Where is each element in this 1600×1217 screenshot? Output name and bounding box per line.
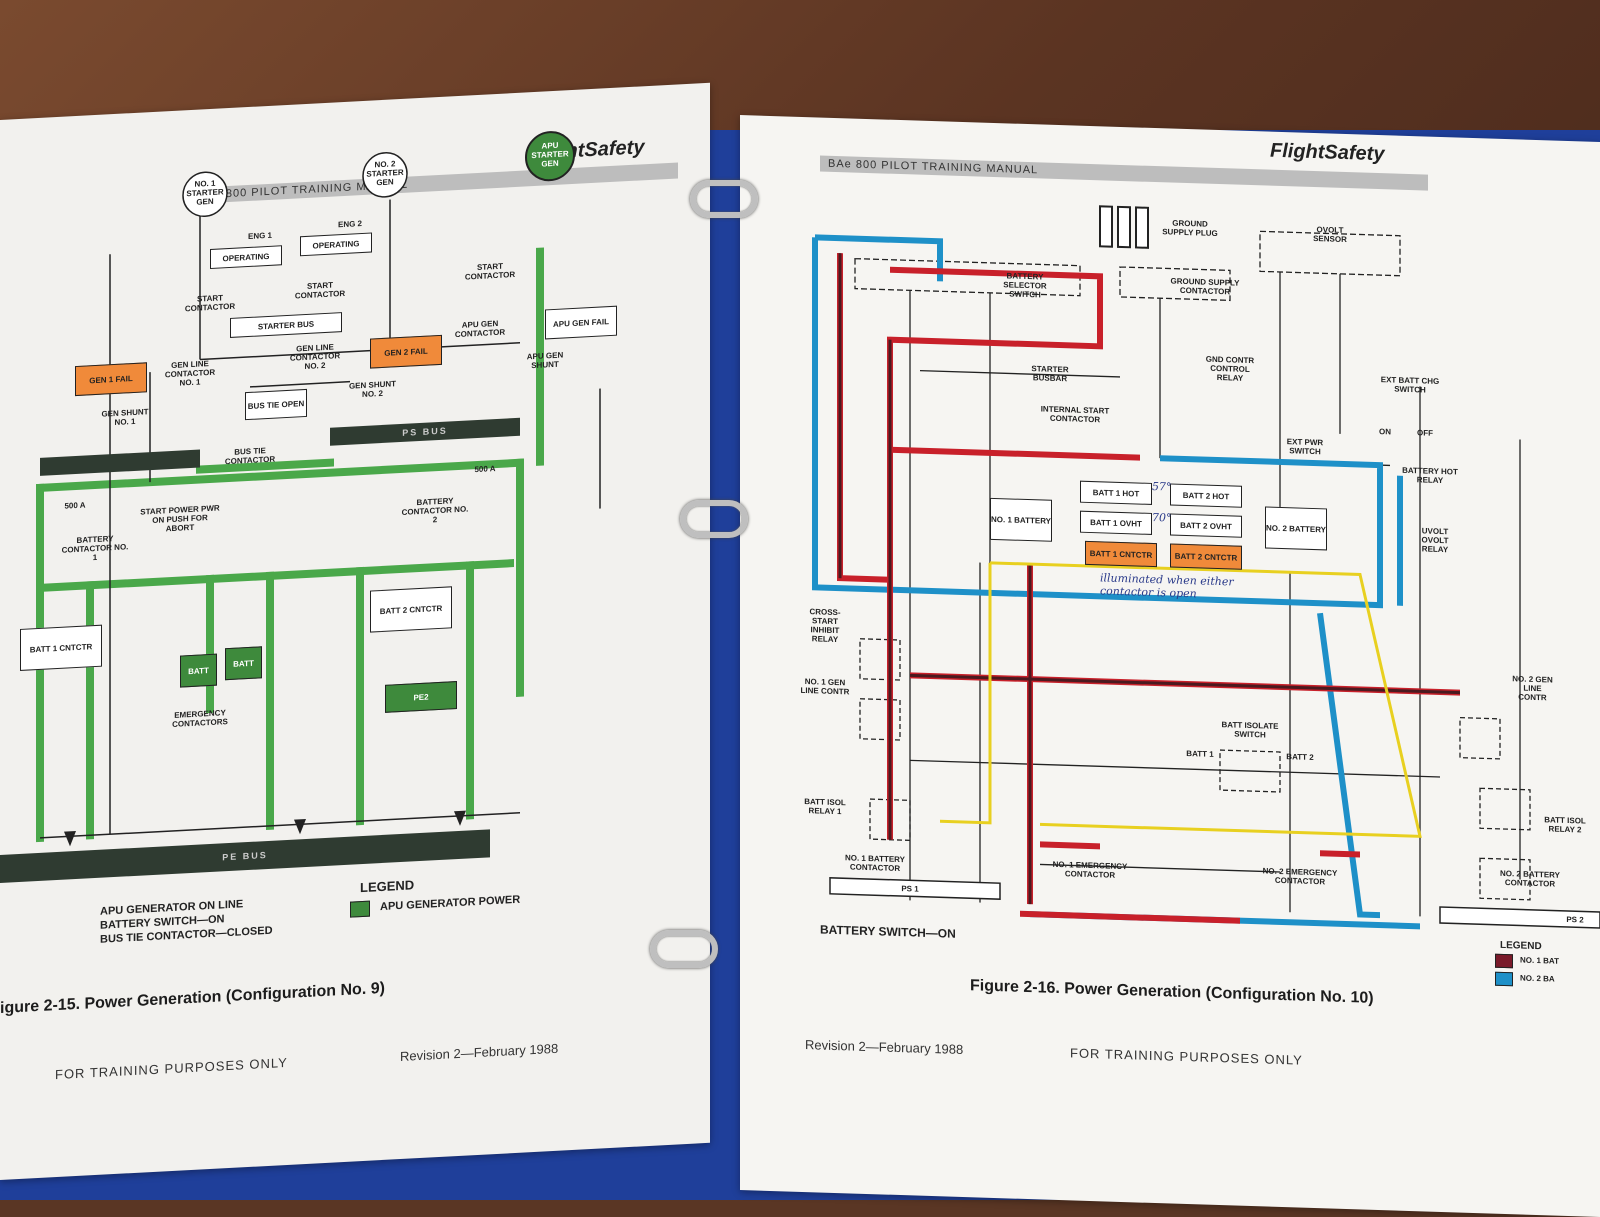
handwritten-contactor-note: illuminated when either contactor is ope…: [1100, 571, 1234, 601]
amp-500-right-label: 500 A: [474, 464, 496, 475]
battery-contactor-2-label: BATTERY CONTACTOR NO. 2: [401, 496, 469, 525]
no2-starter-gen-circle: [362, 152, 408, 198]
battery-contactor-1-label: BATTERY CONTACTOR NO. 1: [61, 534, 129, 563]
operating-box-2: OPERATING: [300, 232, 372, 257]
apu-starter-gen-label: APU STARTER GEN: [531, 140, 569, 169]
batt-emergency-a: BATT: [180, 653, 217, 688]
start-contactor-label-2: START CONTACTOR: [294, 280, 346, 301]
apu-gen-shunt-label: APU GEN SHUNT: [526, 350, 564, 371]
off-label: OFF: [1417, 428, 1433, 438]
start-contactor-label-1: START CONTACTOR: [184, 293, 236, 314]
legend-green-swatch: [350, 900, 370, 918]
batt1-cntctr-box: BATT 1 CNTCTR: [20, 624, 102, 671]
cross-start-inhibit-relay-label: CROSS-START INHIBIT RELAY: [809, 607, 841, 645]
binder-ring-middle: [680, 500, 748, 538]
gen-line-contactor-2-label: GEN LINE CONTACTOR NO. 2: [289, 342, 341, 372]
batt-isol-relay-1-label: BATT ISOL RELAY 1: [804, 797, 846, 817]
right-legend-item-2: NO. 2 BA: [1520, 973, 1555, 984]
right-page: FlightSafety BAe 800 PILOT TRAINING MANU…: [740, 115, 1600, 1217]
no2-emergency-contactor-label: NO. 2 EMERGENCY CONTACTOR: [1262, 866, 1338, 887]
handwritten-70-note: 70°: [1152, 510, 1172, 525]
batt1-cntctr-annunciator: BATT 1 CNTCTR: [1085, 540, 1157, 568]
legend-red-swatch: [1495, 953, 1513, 969]
batt2-hot-box: BATT 2 HOT: [1170, 483, 1242, 508]
battery-hot-relay-label: BATTERY HOT RELAY: [1402, 465, 1458, 486]
apu-gen-contactor-label: APU GEN CONTACTOR: [454, 318, 506, 340]
gen-shunt-2-label: GEN SHUNT NO. 2: [348, 379, 397, 400]
no1-gen-line-contr-label: NO. 1 GEN LINE CONTR: [800, 677, 850, 697]
pe2-box: PE2: [385, 681, 457, 713]
apu-gen-fail-box: APU GEN FAIL: [545, 305, 617, 340]
ext-pwr-switch-label: EXT PWR SWITCH: [1286, 437, 1324, 457]
batt2-cntctr-annunciator: BATT 2 CNTCTR: [1170, 543, 1242, 570]
internal-start-contactor-label: INTERNAL START CONTACTOR: [1040, 404, 1110, 425]
no2-battery-box: NO. 2 BATTERY: [1265, 506, 1327, 551]
operating-box-1: OPERATING: [210, 245, 282, 269]
right-legend-item-1: NO. 1 BAT: [1520, 955, 1559, 966]
legend-blue-swatch: [1495, 971, 1513, 987]
gen2-fail-annunciator: GEN 2 FAIL: [370, 334, 442, 369]
handwritten-57-note: 57°: [1152, 479, 1172, 494]
start-contactor-label-3: START CONTACTOR: [464, 261, 516, 282]
batt2-cntctr-box: BATT 2 CNTCTR: [370, 586, 452, 633]
uvolt-ovolt-relay-label: UVOLT OVOLT RELAY: [1421, 526, 1449, 555]
ps2-label: PS 2: [1566, 914, 1584, 925]
binder-ring-top: [690, 180, 758, 218]
gnd-contr-control-relay-label: GND CONTR CONTROL RELAY: [1205, 354, 1255, 383]
batt-isol-relay-2-label: BATT ISOL RELAY 2: [1544, 815, 1586, 835]
bus-tie-open-box: BUS TIE OPEN: [245, 388, 307, 421]
no2-starter-gen-label: NO. 2 STARTER GEN: [366, 159, 404, 188]
right-schematic-wiring: [812, 205, 1600, 930]
batt2-isolate-label: BATT 2: [1286, 752, 1314, 763]
batt1-ovht-box: BATT 1 OVHT: [1080, 510, 1152, 535]
no2-gen-line-contr-label: NO. 2 GEN LINE CONTR: [1512, 674, 1553, 703]
ps1-label: PS 1: [901, 884, 919, 894]
gen1-fail-annunciator: GEN 1 FAIL: [75, 362, 147, 397]
no1-starter-gen-circle: [182, 171, 228, 218]
batt1-isolate-label: BATT 1: [1186, 749, 1214, 759]
on-label: ON: [1379, 427, 1391, 437]
left-page: FlightSafety BAe 800 PILOT TRAINING MANU…: [0, 82, 710, 1180]
ps2-bar: [1439, 906, 1600, 929]
no1-battery-contactor-label: NO. 1 BATTERY CONTACTOR: [844, 853, 905, 874]
battery-selector-switch-label: BATTERY SELECTOR SWITCH: [1003, 271, 1047, 300]
amp-500-left-label: 500 A: [64, 500, 86, 511]
left-legend-title: LEGEND: [360, 877, 415, 896]
batt1-hot-box: BATT 1 HOT: [1080, 480, 1152, 505]
ps1-bar: [829, 877, 1001, 900]
batt2-ovht-box: BATT 2 OVHT: [1170, 513, 1242, 538]
binder-ring-bottom: [650, 930, 718, 968]
no1-starter-gen-label: NO. 1 STARTER GEN: [186, 178, 224, 207]
ovolt-sensor-label: OVOLT SENSOR: [1313, 225, 1347, 245]
start-power-label: START POWER PWR ON PUSH FOR ABORT: [140, 503, 220, 534]
no1-emergency-contactor-label: NO. 1 EMERGENCY CONTACTOR: [1052, 859, 1128, 880]
no1-battery-box: NO. 1 BATTERY: [990, 497, 1052, 542]
ground-supply-plug-label: GROUND SUPPLY PLUG: [1162, 218, 1218, 239]
ground-supply-contactor-label: GROUND SUPPLY CONTACTOR: [1170, 276, 1240, 297]
batt-isolate-switch-label: BATT ISOLATE SWITCH: [1221, 720, 1279, 740]
starter-busbar-label: STARTER BUSBAR: [1031, 364, 1069, 384]
no2-battery-contactor-label: NO. 2 BATTERY CONTACTOR: [1499, 868, 1560, 889]
batt-emergency-b: BATT: [225, 646, 262, 681]
ext-batt-chg-switch-label: EXT BATT CHG SWITCH: [1380, 375, 1440, 395]
gen-shunt-1-label: GEN SHUNT NO. 1: [101, 407, 149, 427]
gen-line-contactor-1-label: GEN LINE CONTACTOR NO. 1: [164, 359, 216, 388]
apu-starter-gen-circle: [525, 131, 575, 182]
right-legend-title: LEGEND: [1500, 939, 1542, 953]
